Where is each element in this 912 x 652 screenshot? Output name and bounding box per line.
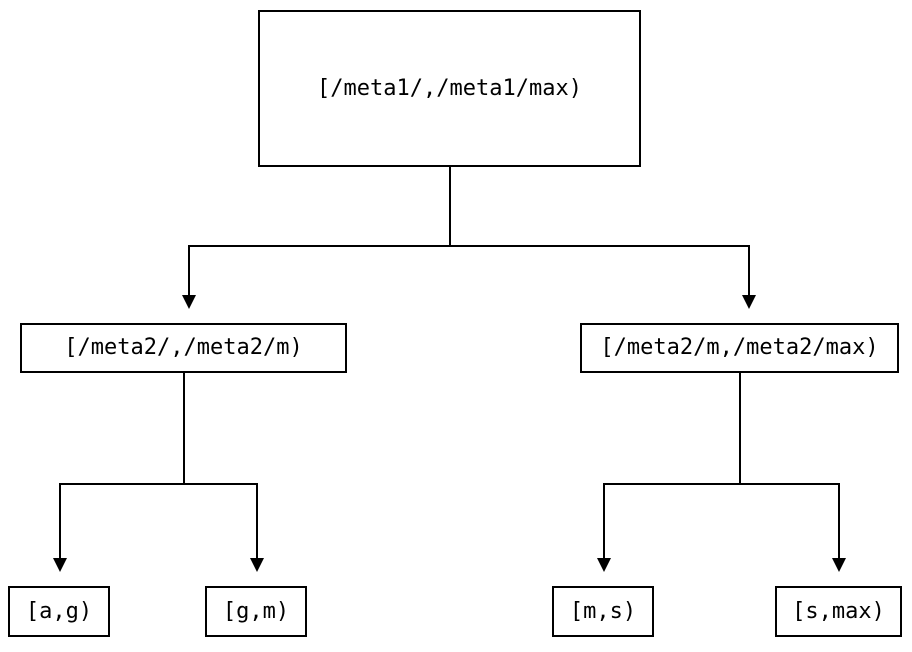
edge-group-meta2-upper-bus — [603, 483, 838, 485]
node-leaf-a-g-label: [a,g) — [25, 598, 93, 624]
node-leaf-m-s-label: [m,s) — [569, 598, 637, 624]
edge-group-meta2-upper-drop-right — [838, 483, 840, 558]
edge-group-meta2-lower-drop-right — [256, 483, 258, 558]
node-meta2-lower-range[interactable]: [/meta2/,/meta2/m) — [20, 323, 347, 373]
node-meta2-upper-range-label: [/meta2/m,/meta2/max) — [600, 335, 879, 360]
edge-group-root-stem — [449, 167, 451, 245]
edge-group-root-bus — [188, 245, 748, 247]
edge-group-meta2-lower-drop-left — [59, 483, 61, 558]
edge-group-meta2-lower-arrowhead-left-icon — [53, 558, 67, 572]
edge-group-root-arrowhead-left-icon — [182, 295, 196, 309]
edge-group-meta2-upper-drop-left — [603, 483, 605, 558]
node-meta2-upper-range[interactable]: [/meta2/m,/meta2/max) — [580, 323, 899, 373]
node-leaf-a-g[interactable]: [a,g) — [8, 586, 110, 637]
edge-group-root-arrowhead-right-icon — [742, 295, 756, 309]
node-leaf-g-m[interactable]: [g,m) — [205, 586, 307, 637]
node-leaf-m-s[interactable]: [m,s) — [552, 586, 654, 637]
edge-group-root-drop-right — [748, 245, 750, 295]
edge-group-root-drop-left — [188, 245, 190, 295]
node-leaf-s-max[interactable]: [s,max) — [775, 586, 902, 637]
node-leaf-s-max-label: [s,max) — [792, 598, 885, 624]
node-meta2-lower-range-label: [/meta2/,/meta2/m) — [64, 335, 303, 360]
node-root-meta1-range-label: [/meta1/,/meta1/max) — [317, 75, 582, 101]
node-leaf-g-m-label: [g,m) — [222, 598, 290, 624]
edge-group-meta2-upper-arrowhead-left-icon — [597, 558, 611, 572]
edge-group-meta2-upper-arrowhead-right-icon — [832, 558, 846, 572]
edge-group-meta2-lower-stem — [183, 373, 185, 483]
edge-group-meta2-upper-stem — [739, 373, 741, 483]
node-root-meta1-range[interactable]: [/meta1/,/meta1/max) — [258, 10, 641, 167]
edge-group-meta2-lower-bus — [59, 483, 256, 485]
edge-group-meta2-lower-arrowhead-right-icon — [250, 558, 264, 572]
